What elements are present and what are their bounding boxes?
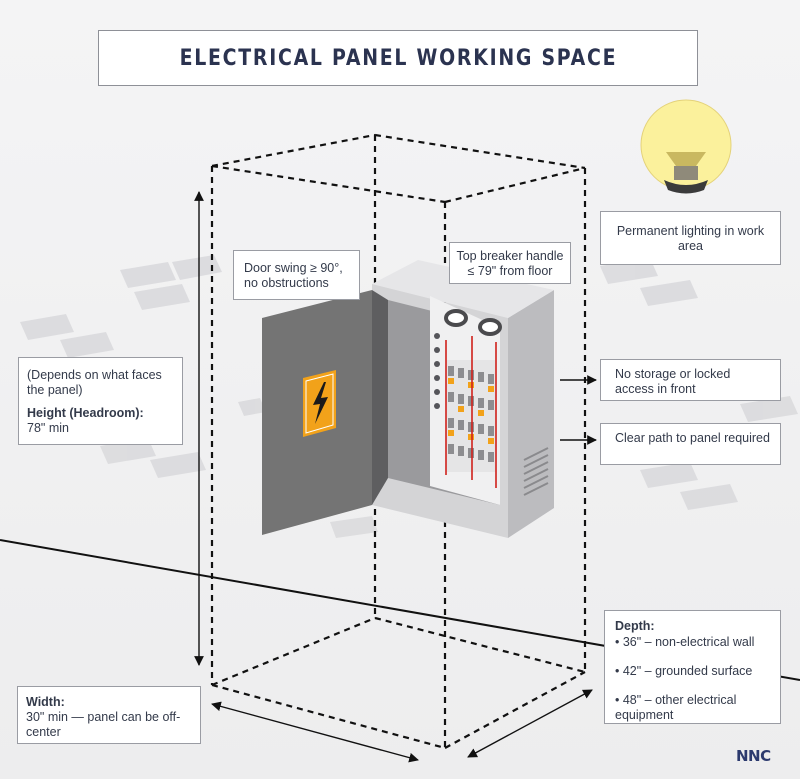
headroom-callout: (Depends on what faces the panel) Height… — [18, 357, 183, 445]
breaker-height-callout: Top breaker handle ≤ 79" from floor — [449, 242, 571, 284]
depth-callout: Depth: • 36" – non-electrical wall • 42"… — [604, 610, 781, 724]
width-title: Width: — [26, 695, 65, 709]
door-swing-text: Door swing ≥ 90°, no obstructions — [244, 261, 343, 290]
depth-item-42: • 42" – grounded surface — [615, 664, 753, 678]
headroom-title: Height (Headroom): — [27, 406, 144, 420]
depth-item-48: • 48" – other electrical equipment — [615, 693, 737, 722]
electrical-panel — [262, 260, 554, 538]
clear-path-text: Clear path to panel required — [615, 431, 770, 445]
depth-title: Depth: — [615, 619, 655, 633]
company-logo: NNC — [736, 747, 771, 765]
headroom-note: (Depends on what faces the panel) — [27, 368, 162, 397]
storage-text: No storage or locked access in front — [615, 367, 731, 396]
clear-path-callout: Clear path to panel required — [600, 423, 781, 465]
title-banner: ELECTRICAL PANEL WORKING SPACE — [98, 30, 698, 86]
breaker-height-text: Top breaker handle ≤ 79" from floor — [456, 249, 564, 278]
page-title: ELECTRICAL PANEL WORKING SPACE — [179, 45, 617, 71]
width-value: 30" min — panel can be off-center — [26, 710, 181, 739]
storage-callout: No storage or locked access in front — [600, 359, 781, 401]
door-swing-callout: Door swing ≥ 90°, no obstructions — [233, 250, 360, 300]
headroom-value: 78" min — [27, 421, 69, 435]
breaker-grid — [445, 336, 497, 488]
depth-item-36: • 36" – non-electrical wall — [615, 635, 755, 649]
lighting-callout: Permanent lighting in work area — [600, 211, 781, 265]
high-voltage-icon — [303, 370, 336, 437]
width-callout: Width: 30" min — panel can be off-center — [17, 686, 201, 744]
lighting-text: Permanent lighting in work area — [616, 224, 765, 253]
width-arrow — [211, 701, 419, 763]
depth-arrow — [467, 689, 593, 758]
vent-slots — [523, 447, 549, 496]
light-bulb-icon — [640, 99, 732, 194]
dimension-arrows — [194, 191, 597, 763]
